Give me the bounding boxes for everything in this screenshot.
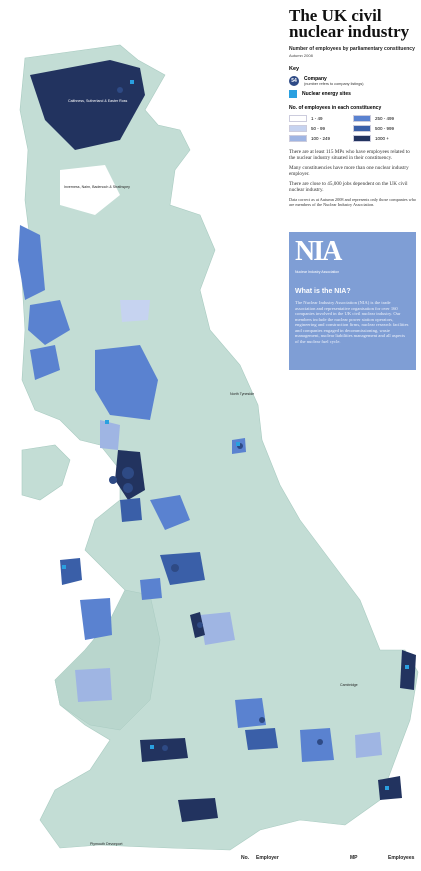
nuclear-site-marker xyxy=(130,80,134,84)
sites-label: Nuclear energy sites xyxy=(302,91,351,97)
company-marker xyxy=(171,564,179,572)
band-swatch xyxy=(353,125,371,132)
company-number: 54 xyxy=(291,78,297,84)
band-label: 1000 + xyxy=(375,136,389,141)
band-label: 500 - 999 xyxy=(375,126,395,131)
band-swatch xyxy=(289,125,307,132)
company-marker xyxy=(122,467,134,479)
company-marker xyxy=(259,717,265,723)
constituency-workington xyxy=(100,420,120,450)
band-swatch xyxy=(289,115,307,122)
company-marker xyxy=(162,745,168,751)
constituency-cumbria-south xyxy=(120,498,142,522)
constituency-greater-manchester xyxy=(160,552,205,585)
constituency-ayrshire xyxy=(30,345,60,380)
constituency-midlands xyxy=(200,612,235,645)
band-legend: 1 - 49 250 - 499 50 - 99 500 - 999 100 - 249… xyxy=(289,115,417,142)
constituency-west-highlands xyxy=(18,225,45,300)
constituency-oxfordshire xyxy=(235,698,266,728)
constituency-anglesey xyxy=(60,558,82,585)
label-plymouth: Plymouth Devonport xyxy=(90,842,123,846)
band-label: 250 - 499 xyxy=(375,116,395,121)
band-swatch xyxy=(353,135,371,142)
data-note: Data correct as at Autumn 2008 and repre… xyxy=(289,197,417,207)
nuclear-site-marker xyxy=(105,420,109,424)
footer-employer: Employer xyxy=(256,855,279,861)
constituency-caithness xyxy=(30,60,145,150)
company-note: (number refers to company listings) xyxy=(304,82,364,86)
nia-text: The Nuclear Industry Association (NIA) i… xyxy=(295,300,409,344)
constituency-warrington xyxy=(140,578,162,600)
northern-ireland-landmass xyxy=(21,444,71,501)
band-item: 1000 + xyxy=(353,135,417,142)
company-circle-icon: 54 xyxy=(289,76,299,86)
company-marker xyxy=(117,87,123,93)
footer-mp: MP xyxy=(350,855,358,861)
constituency-dorset xyxy=(178,798,218,822)
band-label: 100 - 249 xyxy=(311,136,331,141)
constituency-inverness xyxy=(60,165,120,215)
constituency-clyde xyxy=(28,300,70,345)
page-title: The UK civil nuclear industry xyxy=(289,6,410,41)
data-date: Autumn 2008 xyxy=(289,53,313,58)
nia-heading: What is the NIA? xyxy=(295,288,351,295)
constituency-suffolk xyxy=(400,650,416,690)
band-swatch xyxy=(353,115,371,122)
label-cambridge: Cambridge xyxy=(340,683,358,687)
footer-no: No. xyxy=(241,855,250,861)
nia-logo: NIA xyxy=(295,236,342,267)
constituency-lothian xyxy=(120,300,150,322)
band-item: 50 - 99 xyxy=(289,125,353,132)
constituency-borders xyxy=(95,345,158,420)
label-north-tyneside: North Tyneside xyxy=(230,392,254,396)
constituency-london-area xyxy=(300,728,334,762)
company-label: Company xyxy=(304,76,327,82)
fact-jobs: There are close to 45,000 jobs dependent… xyxy=(289,181,408,193)
nuclear-site-marker xyxy=(150,745,154,749)
constituency-lancashire xyxy=(150,495,190,530)
band-item: 1 - 49 xyxy=(289,115,353,122)
company-marker xyxy=(317,739,323,745)
constituency-gwynedd xyxy=(80,598,112,640)
nuclear-site-marker xyxy=(62,565,66,569)
key-heading: Key xyxy=(289,66,300,72)
facts: There are at least 115 MPs who have empl… xyxy=(289,149,417,207)
band-item: 100 - 249 xyxy=(289,135,353,142)
band-label: 1 - 49 xyxy=(311,116,323,121)
footer-employees: Employees xyxy=(388,855,415,861)
bands-heading: No. of employees in each constituency xyxy=(289,105,382,111)
nuclear-site-icon xyxy=(289,90,297,98)
legend-panel: The UK civil nuclear industry Number of … xyxy=(289,6,417,211)
label-inverness: Inverness, Nairn, Badenoch & Strathspey xyxy=(64,185,130,189)
key-sites: Nuclear energy sites xyxy=(289,90,417,98)
fact-employers: Many constituencies have more than one n… xyxy=(289,165,409,177)
constituency-essex xyxy=(355,732,382,758)
nia-panel: NIA Nuclear Industry Association What is… xyxy=(289,232,416,370)
page-subtitle: Number of employees by parliamentary con… xyxy=(289,46,415,52)
company-marker xyxy=(197,622,203,628)
company-marker xyxy=(123,483,133,493)
constituency-berkshire xyxy=(245,728,278,750)
company-marker xyxy=(109,476,117,484)
band-item: 250 - 499 xyxy=(353,115,417,122)
band-swatch xyxy=(289,135,307,142)
nuclear-site-marker xyxy=(385,786,389,790)
constituency-carmarthen xyxy=(75,668,112,702)
band-label: 50 - 99 xyxy=(311,126,326,131)
fact-mps: There are at least 115 MPs who have empl… xyxy=(289,149,410,161)
band-item: 500 - 999 xyxy=(353,125,417,132)
nuclear-sites xyxy=(62,80,409,790)
constituency-kent xyxy=(378,776,402,800)
nia-logo-sub: Nuclear Industry Association xyxy=(295,270,340,274)
label-caithness: Caithness, Sutherland & Easter Ross xyxy=(68,99,128,103)
nuclear-site-marker xyxy=(405,665,409,669)
key-company: 54 Company (number refers to company lis… xyxy=(289,76,417,86)
nuclear-site-marker xyxy=(236,442,240,446)
